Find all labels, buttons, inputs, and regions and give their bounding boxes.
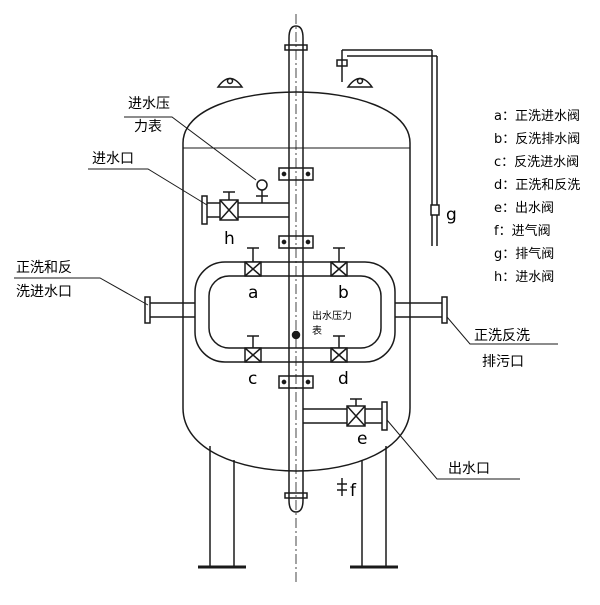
valve-a <box>244 247 262 277</box>
legend-item-b: b：反洗排水阀 <box>494 132 580 147</box>
leader-lines <box>14 116 558 480</box>
label-outlet-pressure-gauge-2: 表 <box>312 324 322 337</box>
valve-c <box>244 335 262 363</box>
lifting-lugs <box>216 77 374 88</box>
annotations: 进水压 力表 进水口 正洗和反 洗进水口 正洗反洗 排污口 出水压力 表 出水口… <box>16 96 530 501</box>
vent-line <box>336 49 440 246</box>
label-forward-back-inlet-1: 正洗和反 <box>16 260 72 276</box>
label-forward-back-inlet-2: 洗进水口 <box>16 284 72 300</box>
internal-loop-header <box>194 261 396 363</box>
valve-b <box>330 247 348 277</box>
valve-label-a: a <box>248 283 258 303</box>
legend-item-f: f：进气阀 <box>494 223 551 239</box>
valve-d <box>330 335 348 363</box>
valve-f <box>337 478 347 496</box>
valve-label-b: b <box>338 283 349 303</box>
legend-item-g: g：排气阀 <box>494 246 554 262</box>
outlet-pipe <box>303 398 388 431</box>
legend-item-e: e：出水阀 <box>494 201 554 216</box>
outlet-pressure-gauge-dot <box>291 330 301 340</box>
legend-item-h: h：进水阀 <box>494 270 554 285</box>
label-water-inlet: 进水口 <box>92 151 134 167</box>
label-water-outlet: 出水口 <box>448 461 490 477</box>
legend-item-d: d：正洗和反洗 <box>494 178 580 193</box>
valve-label-c: c <box>248 369 257 389</box>
label-inlet-pressure-gauge-2: 力表 <box>134 119 162 135</box>
valve-label-e: e <box>357 429 367 449</box>
tank-body <box>182 91 411 472</box>
valve-label-d: d <box>338 369 349 389</box>
valve-label-g: g <box>446 205 457 225</box>
left-inlet-nozzle <box>144 296 195 324</box>
valve-label-f: f <box>350 481 357 501</box>
legend-item-c: c：反洗进水阀 <box>494 155 579 170</box>
label-forward-back-drain-1: 正洗反洗 <box>474 328 530 344</box>
label-forward-back-drain-2: 排污口 <box>482 354 524 370</box>
right-drain-nozzle <box>395 296 448 324</box>
valve-legend: a：正洗进水阀 b：反洗排水阀 c：反洗进水阀 d：正洗和反洗 e：出水阀 f：… <box>494 109 580 285</box>
label-inlet-pressure-gauge-1: 进水压 <box>128 96 170 112</box>
valve-label-h: h <box>224 229 235 249</box>
legend-item-a: a：正洗进水阀 <box>494 109 580 124</box>
inlet-pipe <box>201 179 289 225</box>
support-legs <box>198 446 398 569</box>
central-pipe <box>278 14 314 585</box>
label-outlet-pressure-gauge-1: 出水压力 <box>312 309 352 322</box>
